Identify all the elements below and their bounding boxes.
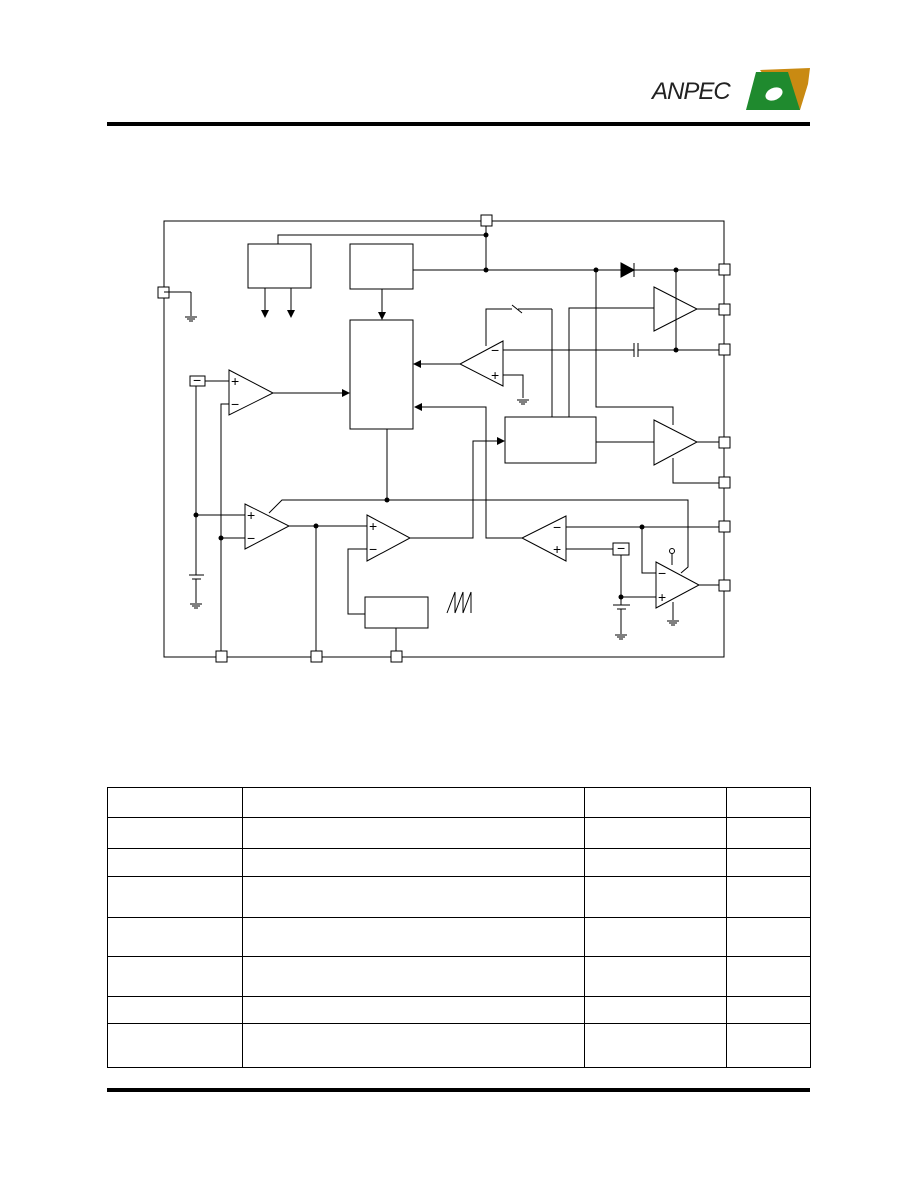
pins (157, 214, 731, 663)
plus-sign: + (247, 507, 255, 523)
table-row (107, 848, 811, 877)
minus-sign: − (553, 519, 561, 535)
opamp-6 (653, 419, 699, 466)
minus-sign: − (247, 530, 255, 546)
table-row (107, 876, 811, 918)
pin-right-6 (718, 520, 731, 533)
minus-sign: − (658, 565, 666, 581)
pin-bottom-2 (310, 650, 323, 663)
opamp-error-amp (244, 503, 291, 550)
footer-rule (107, 1088, 810, 1092)
bias-node (669, 548, 675, 554)
plus-sign: + (369, 518, 377, 534)
pin-right-2 (718, 303, 731, 316)
opamp-1 (228, 369, 275, 416)
minus-sign: − (193, 372, 201, 388)
logo-mark-icon (746, 68, 810, 110)
logo-text: ANPEC (652, 78, 731, 105)
pin-bottom-1 (215, 650, 228, 663)
opamp-7 (520, 515, 567, 562)
diode-icon (620, 262, 636, 278)
plus-sign: + (658, 589, 666, 605)
table-row (107, 817, 811, 849)
spec-table (107, 787, 811, 1068)
ground-icon (190, 603, 202, 609)
block-a (247, 243, 312, 289)
table-row (107, 1023, 811, 1068)
block-control-logic (349, 319, 414, 430)
pin-right-1 (718, 263, 731, 276)
pin-right-5 (718, 476, 731, 489)
anpec-logo: ANPEC (650, 64, 812, 114)
plus-sign: + (231, 373, 239, 389)
ground-icon (615, 634, 627, 640)
plus-sign: + (553, 541, 561, 557)
switch-icon (511, 304, 552, 314)
ground-icon (667, 620, 679, 626)
table-row (107, 956, 811, 997)
opamp-8 (655, 561, 701, 609)
ground-icon (185, 316, 197, 322)
sawtooth-icon (446, 591, 472, 614)
opamp-4 (458, 340, 504, 387)
pin-right-4 (718, 436, 731, 449)
minus-sign: − (617, 540, 625, 556)
minus-sign: − (491, 342, 499, 358)
table-row (107, 917, 811, 957)
minus-sign: − (231, 396, 239, 412)
block-diagram: + − − + − + − − + − + − − + (157, 214, 731, 663)
header-rule (107, 122, 810, 126)
minus-sign: − (369, 541, 377, 557)
pin-right-3 (718, 343, 731, 356)
block-b (349, 243, 414, 290)
pin-bottom-3 (390, 650, 403, 663)
table-row (107, 996, 811, 1024)
ground-icon (517, 399, 529, 405)
block-oscillator (364, 596, 429, 629)
battery-icon (189, 574, 204, 603)
pin-top (480, 214, 493, 227)
block-driver (504, 416, 597, 464)
pin-right-7 (718, 579, 731, 592)
opamp-pwm-comparator (366, 514, 412, 562)
plus-sign: + (491, 367, 499, 383)
battery-icon (613, 604, 630, 634)
junctions (193, 232, 679, 600)
table-header-row (107, 787, 811, 818)
